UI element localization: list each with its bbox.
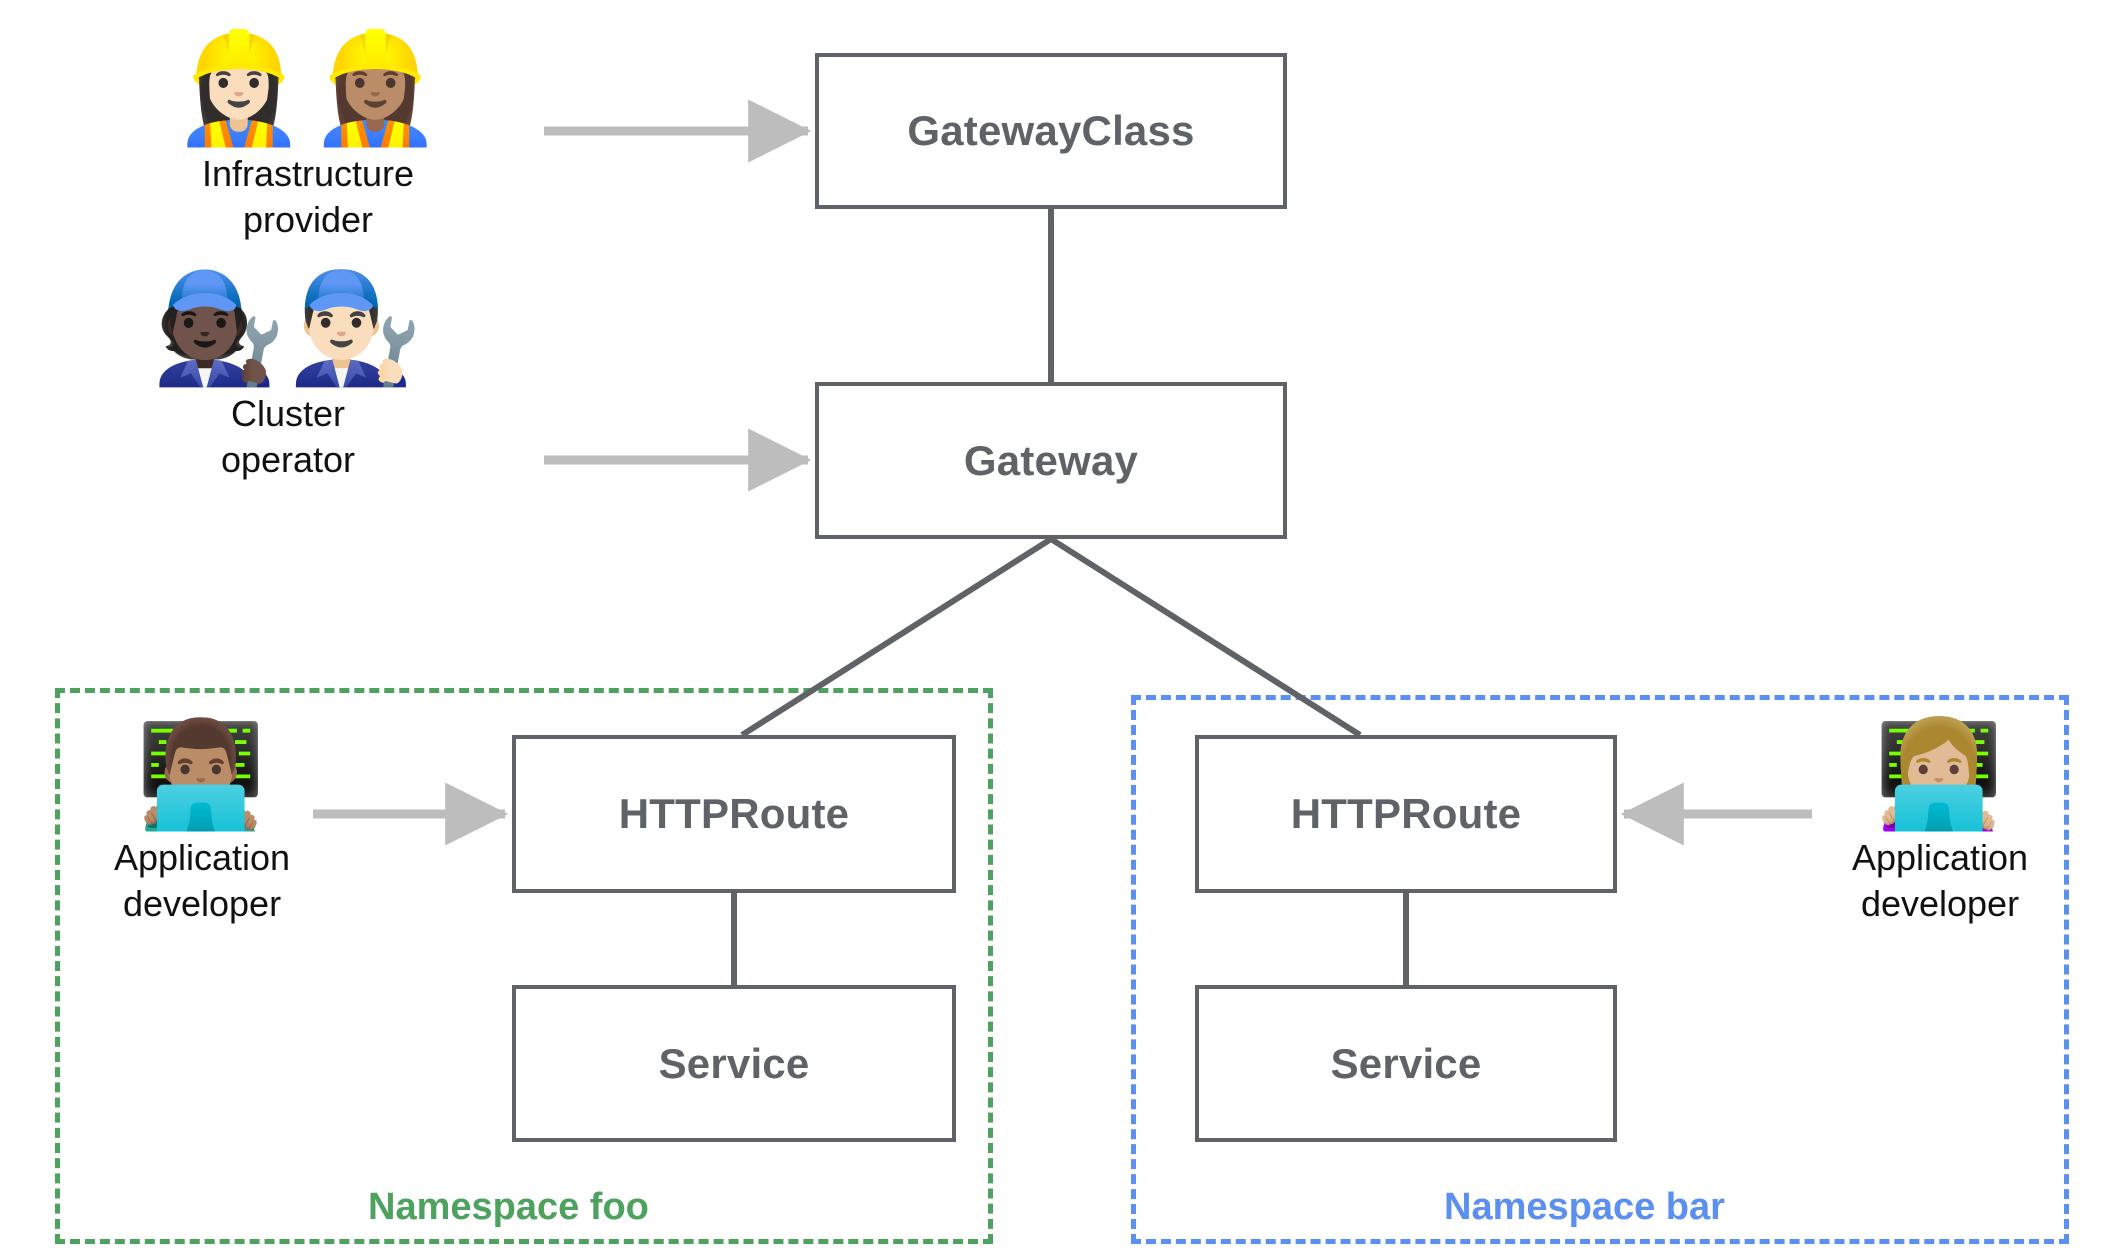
node-gatewayclass[interactable]: GatewayClass xyxy=(815,53,1287,209)
node-httproute-foo-label: HTTPRoute xyxy=(618,790,850,837)
node-httproute-bar-label: HTTPRoute xyxy=(1290,790,1522,837)
namespace-bar-label: Namespace bar xyxy=(1444,1186,1725,1228)
persona-cluster-operator-label: Cluster operator xyxy=(220,393,356,481)
persona-infrastructure-provider-label: Infrastructure provider xyxy=(201,153,415,241)
node-service-bar[interactable]: Service xyxy=(1195,985,1617,1142)
woman-construction-worker-icon: 👷🏻‍♀️👷🏽‍♀️ xyxy=(171,26,445,151)
persona-application-developer-bar-label: Application developer xyxy=(1851,837,2029,925)
namespace-foo-label: Namespace foo xyxy=(368,1186,649,1228)
node-gateway-label: Gateway xyxy=(963,436,1139,484)
node-httproute-foo[interactable]: HTTPRoute xyxy=(512,735,956,893)
woman-technologist-icon: 👩🏼‍💻 xyxy=(1874,713,2006,835)
namespace-foo-boundary xyxy=(55,688,993,1244)
persona-cluster-operator: 🧑🏿‍🔧👨🏻‍🔧 Cluster operator xyxy=(118,272,458,484)
node-service-bar-label: Service xyxy=(1330,1039,1482,1087)
man-technologist-icon: 👨🏽‍💻 xyxy=(136,713,268,835)
persona-application-developer-foo: 👨🏽‍💻 Application developer xyxy=(52,713,352,927)
node-gateway[interactable]: Gateway xyxy=(815,382,1287,539)
node-httproute-bar[interactable]: HTTPRoute xyxy=(1195,735,1617,893)
persona-application-developer-bar: 👩🏼‍💻 Application developer xyxy=(1790,713,2090,927)
node-service-foo[interactable]: Service xyxy=(512,985,956,1142)
node-service-foo-label: Service xyxy=(658,1039,810,1087)
persona-application-developer-foo-label: Application developer xyxy=(113,837,291,925)
node-gatewayclass-label: GatewayClass xyxy=(907,107,1195,154)
persona-infrastructure-provider: 👷🏻‍♀️👷🏽‍♀️ Infrastructure provider xyxy=(138,32,478,244)
mechanic-icon: 🧑🏿‍🔧👨🏻‍🔧 xyxy=(151,266,425,391)
namespace-bar-boundary xyxy=(1131,695,2069,1244)
